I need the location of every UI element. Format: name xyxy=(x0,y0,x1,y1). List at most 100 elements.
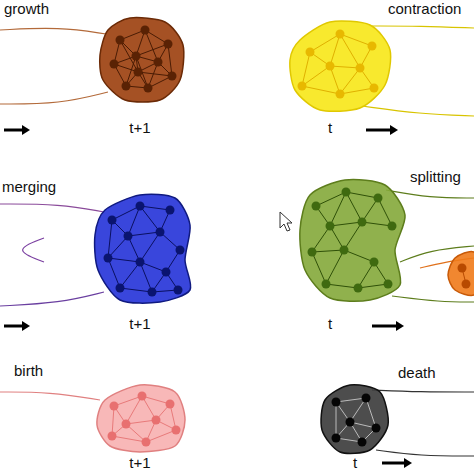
lifeline xyxy=(23,238,44,262)
network-node xyxy=(110,402,119,411)
community-outline xyxy=(95,194,191,303)
network-link xyxy=(126,420,156,424)
arrow-shaft xyxy=(366,129,392,132)
network-node xyxy=(164,40,173,49)
network-node xyxy=(168,72,177,81)
network-node xyxy=(374,194,383,203)
network-node xyxy=(156,228,165,237)
arrow-shaft xyxy=(372,325,398,328)
network-link xyxy=(112,436,146,442)
network-node xyxy=(326,62,335,71)
network-link xyxy=(140,206,170,210)
network-node xyxy=(136,258,145,267)
community-blob xyxy=(300,180,405,302)
network-node xyxy=(308,248,317,257)
network-link xyxy=(120,288,152,292)
network-node xyxy=(368,42,377,51)
community-outline xyxy=(300,180,405,302)
network-node xyxy=(306,48,315,57)
network-node xyxy=(122,82,131,91)
network-link xyxy=(346,192,362,222)
event-title: growth xyxy=(4,0,49,18)
network-node xyxy=(298,82,307,91)
network-link xyxy=(140,262,152,292)
time-arrow xyxy=(382,458,412,468)
community-outline xyxy=(97,385,185,452)
network-node xyxy=(166,400,175,409)
network-node xyxy=(172,426,181,435)
network-link xyxy=(120,262,140,288)
network-node xyxy=(154,58,163,67)
time-label: t xyxy=(328,315,332,333)
network-link xyxy=(358,262,374,288)
network-node xyxy=(312,202,321,211)
network-node xyxy=(332,434,341,443)
time-label: t xyxy=(328,119,332,137)
network-link xyxy=(112,406,114,436)
network-node xyxy=(336,30,345,39)
network-node xyxy=(388,222,397,231)
lifeline xyxy=(372,26,474,28)
network-link xyxy=(128,232,160,236)
community-outline xyxy=(448,251,474,295)
network-link xyxy=(140,206,160,232)
network-link xyxy=(312,252,326,284)
network-node xyxy=(340,246,349,255)
community-blob xyxy=(290,21,391,111)
community-outline xyxy=(321,385,388,454)
network-node xyxy=(148,288,157,297)
arrow-head xyxy=(22,321,30,331)
lifeline xyxy=(386,190,474,198)
event-title: contraction xyxy=(388,0,461,18)
arrow-shaft xyxy=(4,325,24,328)
network-link xyxy=(326,250,344,284)
network-link xyxy=(108,258,140,262)
network-node xyxy=(138,392,147,401)
network-link xyxy=(336,402,337,438)
time-label: t+1 xyxy=(129,119,150,137)
arrow-head xyxy=(396,321,404,331)
network-node xyxy=(372,424,381,433)
network-node xyxy=(108,216,117,225)
network-node xyxy=(108,432,117,441)
network-node xyxy=(124,232,133,241)
lifeline xyxy=(0,292,104,306)
network-link xyxy=(330,222,362,226)
network-link xyxy=(112,206,140,220)
network-link xyxy=(340,88,374,94)
network-link xyxy=(312,250,344,252)
network-link xyxy=(302,66,330,86)
network-node xyxy=(136,202,145,211)
event-title: merging xyxy=(2,178,56,196)
network-link xyxy=(346,192,378,198)
network-link xyxy=(344,250,374,262)
event-title: birth xyxy=(14,362,43,380)
network-link xyxy=(138,72,172,76)
network-link xyxy=(136,44,168,56)
network-link xyxy=(145,30,158,62)
network-link xyxy=(140,232,160,262)
community-blob xyxy=(95,194,191,303)
time-arrow xyxy=(4,321,30,331)
event-title: splitting xyxy=(410,168,461,186)
network-link xyxy=(362,222,392,226)
network-link xyxy=(366,398,376,428)
network-node xyxy=(134,68,143,77)
time-label: t+1 xyxy=(129,454,150,472)
event-title: death xyxy=(398,364,436,382)
network-link xyxy=(168,44,172,76)
community-blob xyxy=(448,251,474,295)
network-node xyxy=(174,286,183,295)
network-link xyxy=(126,396,142,424)
network-link xyxy=(340,34,360,68)
network-node xyxy=(141,26,150,35)
arrow-head xyxy=(22,125,30,135)
network-link xyxy=(330,192,346,226)
lifeline xyxy=(0,204,104,212)
network-link xyxy=(340,34,372,46)
arrow-shaft xyxy=(382,462,406,465)
network-node xyxy=(384,280,393,289)
network-node xyxy=(346,418,355,427)
